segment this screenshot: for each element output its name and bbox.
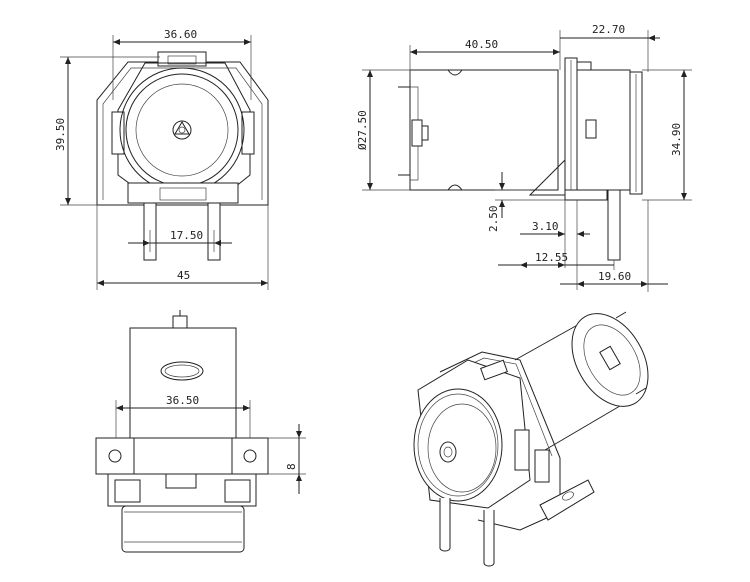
base-depth-dimension: 19.60	[598, 270, 631, 283]
top-view: 36.50 8	[95, 310, 306, 553]
hole-offset-dimension: 8	[285, 463, 298, 470]
flange-thickness-dimension: 2.50	[487, 206, 500, 233]
diameter-dimension: Ø27.50	[356, 110, 369, 150]
front-height-dimension: 39.50	[54, 118, 67, 151]
front-view: 36.60 39.50 17.50 45	[54, 28, 269, 290]
total-width-dimension: 45	[177, 269, 190, 282]
port-offset-dimension: 3.10	[532, 220, 559, 233]
head-height-dimension: 34.90	[670, 123, 683, 156]
port-distance-dimension: 12.55	[535, 251, 568, 264]
port-spacing-dimension: 17.50	[170, 229, 203, 242]
motor-length-dimension: 40.50	[465, 38, 498, 51]
front-width-dimension: 36.60	[164, 28, 197, 41]
head-depth-dimension: 22.70	[592, 23, 625, 36]
isometric-view	[413, 311, 649, 567]
side-view: 40.50 22.70 Ø27.50 34.90 2.50 3.10 12.55	[356, 23, 692, 292]
top-width-dimension: 36.50	[166, 394, 199, 407]
